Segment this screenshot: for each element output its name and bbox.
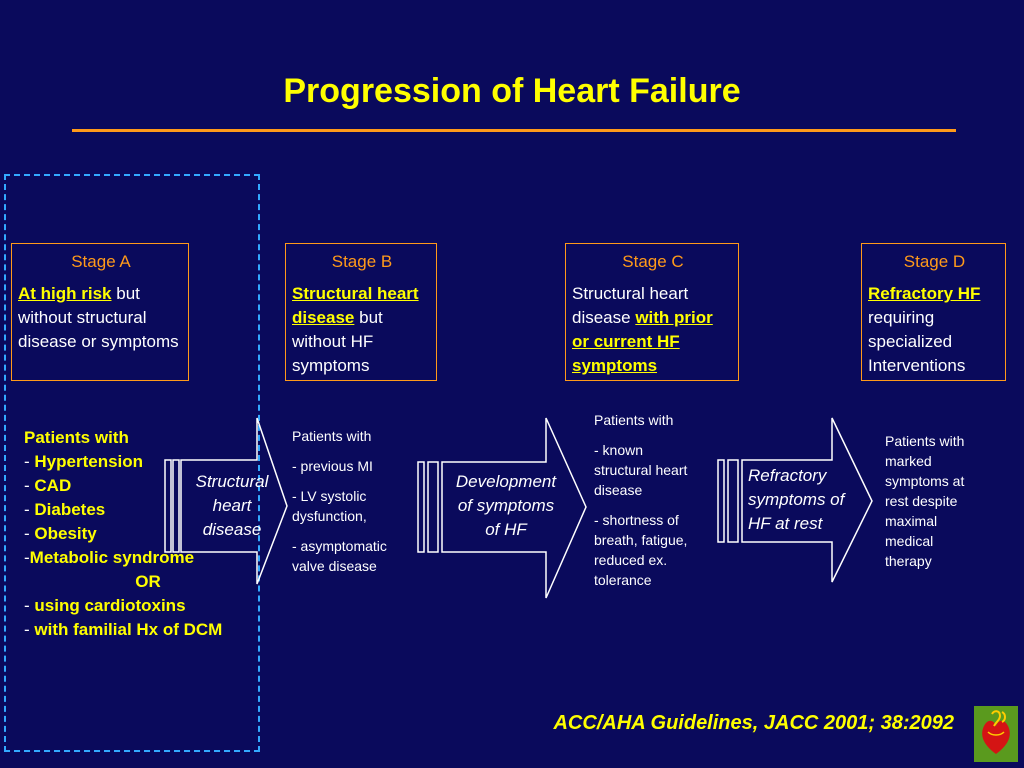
title-underline — [72, 129, 956, 132]
stage-a-text: but without structural disease or sympto… — [18, 284, 179, 351]
stage-d-text: requiring specialized Interventions — [868, 308, 966, 375]
citation: ACC/AHA Guidelines, JACC 2001; 38:2092 — [553, 712, 954, 734]
risk-or: OR — [135, 572, 161, 591]
stage-c-box: Stage C Structural heart disease with pr… — [565, 243, 739, 381]
risk-item: - using cardiotoxins — [24, 596, 186, 615]
stage-d-box: Stage D Refractory HF requiring speciali… — [861, 243, 1006, 381]
stage-b-title: Stage B — [331, 252, 393, 271]
detail-line: Patients with — [292, 428, 372, 444]
stage-c-details: Patients with - known structural heart d… — [594, 410, 718, 600]
stage-a-highlight: At high risk — [18, 284, 112, 303]
heart-logo-icon — [974, 706, 1018, 762]
stage-d-title: Stage D — [903, 252, 966, 271]
risk-item: - with familial Hx of DCM — [24, 620, 223, 639]
detail-line: - asymptomatic valve disease — [292, 538, 387, 574]
stage-b-details: Patients with - previous MI - LV systoli… — [292, 426, 416, 586]
arrow-refractory-symptoms — [717, 417, 873, 583]
risk-item: - Obesity — [24, 524, 97, 543]
stage-a-highlight-box — [4, 174, 260, 752]
detail-line: - LV systolic dysfunction, — [292, 488, 367, 524]
risk-item: -Metabolic syndrome — [24, 548, 195, 567]
stage-c-text: Structural heart disease — [572, 284, 689, 327]
arrow-label-refractory: Refractory symptoms of HF at rest — [748, 466, 845, 533]
stage-b-highlight: Structural heart disease — [292, 284, 419, 327]
arrow-label-structural: Structural heart disease — [195, 472, 269, 539]
stage-b-text: but without HF symptoms — [292, 308, 383, 375]
detail-line: - known structural heart disease — [594, 442, 688, 498]
detail-line: - previous MI — [292, 458, 373, 474]
risk-item: - CAD — [24, 476, 72, 495]
detail-line: Patients with — [594, 412, 674, 428]
detail-line: - shortness of breath, fatigue, reduced … — [594, 512, 688, 588]
risk-factor-list: Patients with - Hypertension - CAD - Dia… — [24, 426, 264, 642]
arrow-label-development: Development of symptoms of HF — [455, 472, 557, 539]
stage-b-box: Stage B Structural heart disease but wit… — [285, 243, 437, 381]
risk-item: - Diabetes — [24, 500, 106, 519]
stage-a-box: Stage A At high risk but without structu… — [11, 243, 189, 381]
arrow-development-of-symptoms — [417, 417, 587, 599]
stage-d-highlight: Refractory HF — [868, 284, 981, 303]
stage-c-title: Stage C — [622, 252, 684, 271]
stage-a-title: Stage A — [71, 252, 131, 271]
slide-title: Progression of Heart Failure — [283, 72, 741, 110]
stage-c-highlight: with prior or current HF symptoms — [572, 308, 713, 375]
risk-item: - Hypertension — [24, 452, 144, 471]
risk-heading: Patients with — [24, 428, 129, 447]
arrow-structural-heart-disease — [164, 417, 288, 585]
stage-d-details: Patients with marked symptoms at rest de… — [885, 433, 965, 569]
